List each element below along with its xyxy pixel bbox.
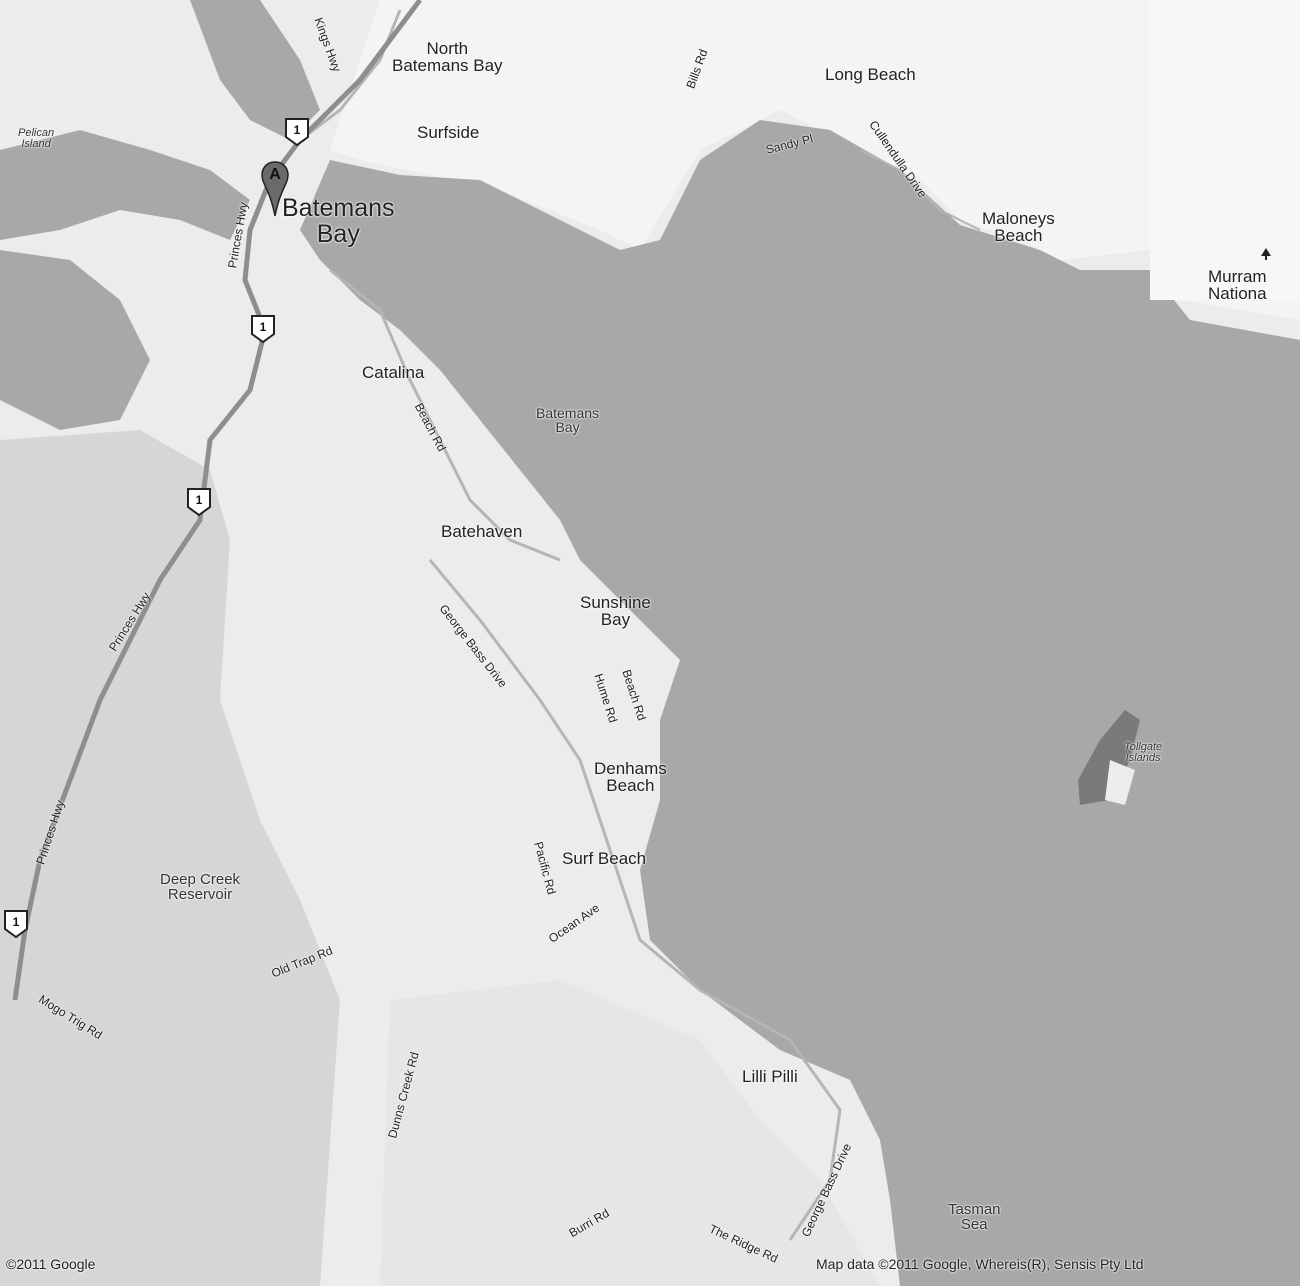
shield-icon [251, 315, 275, 344]
water-line-1: Deep Creek [160, 871, 241, 888]
north-road-line [299, 9, 402, 142]
island-line-1: Pelican [18, 127, 55, 139]
place-line-2: Bay [316, 219, 360, 248]
island-line-2: Islands [1125, 752, 1161, 764]
place-murramarang: Murram Nationa [1208, 268, 1267, 302]
place-catalina: Catalina [362, 363, 425, 382]
map-pin-icon [261, 161, 289, 217]
water-line-2: Reservoir [167, 886, 233, 903]
tree-icon [1261, 248, 1271, 260]
northern-shore [330, 0, 1300, 320]
place-line-1: Murram [1208, 267, 1267, 286]
place-maloneys-beach: Maloneys Beach [982, 210, 1055, 244]
place-lilli-pilli: Lilli Pilli [742, 1067, 798, 1086]
location-marker-a[interactable]: A [260, 160, 290, 220]
river-north [190, 0, 320, 140]
water-label-batemans-bay: Batemans Bay [536, 406, 599, 434]
place-line-1: Maloneys [982, 209, 1055, 228]
place-long-beach: Long Beach [825, 65, 916, 84]
place-line-1: Batemans [282, 194, 395, 222]
tollgate-island-2 [1105, 760, 1135, 805]
place-line-2: Bay [600, 610, 631, 629]
island-line-1: Tollgate [1124, 741, 1163, 753]
place-line-2: Nationa [1208, 284, 1267, 303]
place-line-2: Beach [994, 226, 1043, 245]
highway-number: 1 [195, 493, 203, 507]
place-batemans-bay-town: Batemans Bay [282, 194, 395, 248]
place-line-2: Batemans Bay [392, 56, 503, 75]
island-label-tollgate: Tollgate Islands [1124, 742, 1162, 764]
place-line-2: Beach [606, 776, 655, 795]
forest-west [0, 430, 340, 1286]
place-north-batemans-bay: North Batemans Bay [392, 40, 503, 74]
island-label-pelican: Pelican Island [18, 128, 54, 150]
copyright-google: ©2011 Google [6, 1256, 96, 1272]
shield-icon [285, 118, 309, 147]
place-surf-beach: Surf Beach [562, 849, 647, 868]
highway-shield[interactable]: 1 [186, 487, 212, 517]
water-line-2: Bay [555, 419, 580, 435]
highway-number: 1 [293, 123, 301, 137]
river-inlet [0, 250, 150, 430]
beach-rd-line [329, 268, 561, 562]
place-line-1: Sunshine [580, 593, 651, 612]
highway-shield[interactable]: 1 [284, 117, 310, 147]
water-bay-sea [300, 120, 1300, 1286]
marker-letter: A [269, 166, 281, 183]
place-line-1: Denhams [594, 759, 667, 778]
shield-icon [187, 488, 211, 517]
tollgate-island [1078, 710, 1140, 805]
island-line-2: Island [21, 138, 51, 150]
water-label-tasman-sea: Tasman Sea [948, 1202, 1001, 1232]
highway-shield[interactable]: 1 [250, 314, 276, 344]
park-east [1150, 0, 1300, 300]
shield-icon [4, 910, 28, 939]
water-line-2: Sea [960, 1216, 988, 1233]
highway-number: 1 [259, 320, 267, 334]
place-batehaven: Batehaven [441, 522, 523, 541]
water-line-1: Tasman [948, 1201, 1001, 1218]
cullendulla-line [859, 149, 981, 231]
place-sunshine-bay: Sunshine Bay [580, 594, 651, 628]
george-bass-line [428, 559, 842, 1241]
water-line-1: Batemans [536, 405, 600, 421]
highway-number: 1 [12, 915, 20, 929]
highway-shield[interactable]: 1 [3, 909, 29, 939]
place-surfside: Surfside [417, 123, 480, 142]
place-denhams-beach: Denhams Beach [594, 760, 667, 794]
forest-south [380, 980, 880, 1286]
place-line-1: North [426, 39, 469, 58]
copyright-map-data[interactable]: Map data ©2011 Google, Whereis(R), Sensi… [816, 1256, 1144, 1272]
water-label-deep-creek: Deep Creek Reservoir [160, 872, 240, 902]
river-west [0, 130, 250, 240]
